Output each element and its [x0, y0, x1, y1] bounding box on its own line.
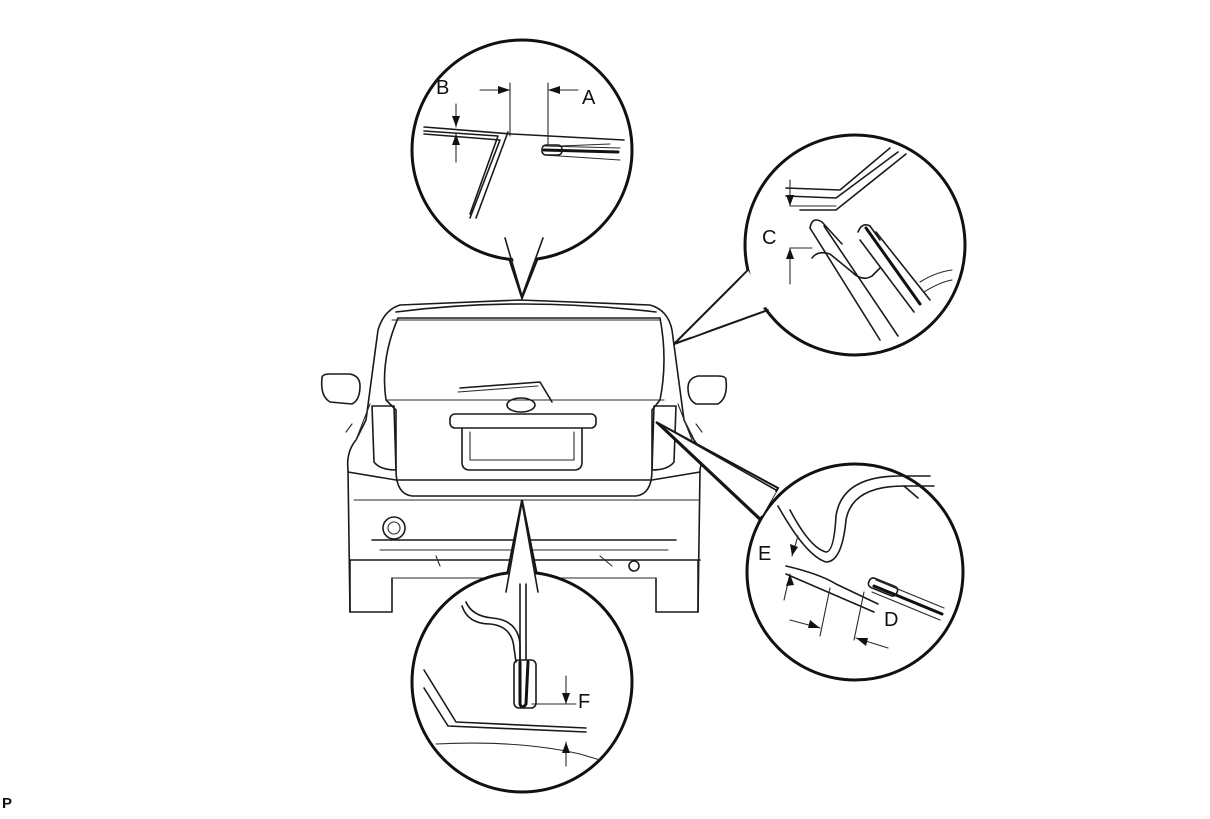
label-a: A — [582, 87, 596, 109]
figure-code: P — [2, 795, 12, 812]
detail-callout-lower-right: E D — [655, 421, 965, 682]
label-e: E — [758, 543, 771, 565]
label-b: B — [436, 77, 449, 99]
label-d: D — [884, 609, 898, 631]
label-f: F — [578, 691, 590, 713]
detail-callout-top: A B — [410, 38, 634, 301]
detail-callout-upper-right: C — [673, 133, 967, 357]
detail-callout-bottom: F — [410, 499, 634, 794]
label-c: C — [762, 227, 776, 249]
